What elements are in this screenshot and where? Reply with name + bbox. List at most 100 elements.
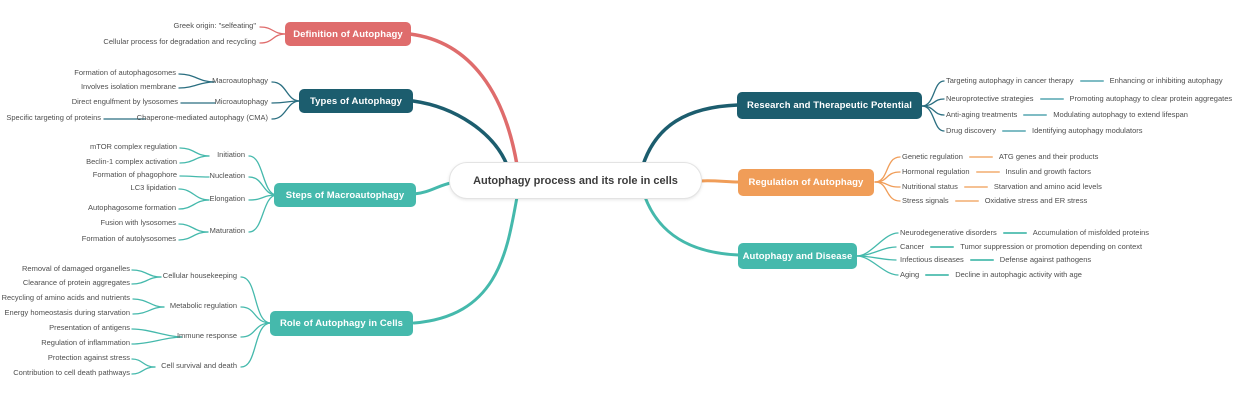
node-aging[interactable]: Aging [900,270,920,279]
node-infectious-diseases[interactable]: Infectious diseases [900,255,964,264]
leaf-cell-death-pathways[interactable]: Contribution to cell death pathways [13,368,130,377]
leaf-inflammation[interactable]: Regulation of inflammation [41,338,130,347]
main-branch-curves [408,32,741,325]
link-line [1039,98,1064,100]
node-immune-response[interactable]: Immune response [176,331,237,340]
detail-modulating-lifespan[interactable]: Modulating autophagy to extend lifespan [1053,110,1188,119]
detail-enhancing-inhibiting[interactable]: Enhancing or inhibiting autophagy [1109,76,1223,85]
link-line [1002,130,1027,132]
node-microautophagy[interactable]: Microautophagy [214,97,268,106]
link-line [975,171,1000,173]
detail-defense-pathogens[interactable]: Defense against pathogens [999,255,1092,264]
connector-types [411,99,509,167]
research-links [921,80,945,132]
connector-research [641,103,740,167]
node-hormonal-regulation[interactable]: Hormonal regulation [902,167,970,176]
connector-regulation [698,179,741,184]
topic-steps[interactable]: Steps of Macroautophagy [274,183,416,207]
detail-starvation-amino[interactable]: Starvation and amino acid levels [993,182,1102,191]
leaf-autolysosomes[interactable]: Formation of autolysosomes [81,234,176,243]
row-drug-discovery: Drug discovery Identifying autophagy mod… [946,126,1143,136]
steps-links [178,147,278,241]
link-line [1023,114,1048,116]
leaf-clearance-aggregates[interactable]: Clearance of protein aggregates [22,278,130,287]
row-anti-aging: Anti-aging treatments Modulating autopha… [946,110,1188,120]
detail-misfolded-proteins[interactable]: Accumulation of misfolded proteins [1032,228,1150,237]
leaf-energy-homeostasis[interactable]: Energy homeostasis during starvation [4,308,130,317]
topic-regulation[interactable]: Regulation of Autophagy [738,169,874,196]
detail-promoting-clear-aggregates[interactable]: Promoting autophagy to clear protein agg… [1069,94,1233,103]
node-maturation[interactable]: Maturation [209,226,245,235]
leaf-direct-engulfment[interactable]: Direct engulfment by lysosomes [71,97,178,106]
link-line [1002,232,1027,234]
regulation-links [874,156,901,202]
node-cma[interactable]: Chaperone-mediated autophagy (CMA) [136,113,268,122]
node-targeting-cancer-therapy[interactable]: Targeting autophagy in cancer therapy [946,76,1074,85]
leaf-protection-stress[interactable]: Protection against stress [47,353,130,362]
node-nucleation[interactable]: Nucleation [209,171,245,180]
link-line [969,259,994,261]
node-genetic-regulation[interactable]: Genetic regulation [902,152,963,161]
node-metabolic-regulation[interactable]: Metabolic regulation [169,301,237,310]
detail-atg-genes[interactable]: ATG genes and their products [998,152,1099,161]
connector-definition [408,32,519,167]
connector-role [412,195,519,325]
node-elongation[interactable]: Elongation [209,194,245,203]
central-topic[interactable]: Autophagy process and its role in cells [449,162,702,199]
row-infectious-diseases: Infectious diseases Defense against path… [900,255,1091,265]
leaf-specific-targeting[interactable]: Specific targeting of proteins [6,113,101,122]
node-cellular-housekeeping[interactable]: Cellular housekeeping [162,271,237,280]
topic-role[interactable]: Role of Autophagy in Cells [270,311,413,336]
node-nutritional-status[interactable]: Nutritional status [902,182,958,191]
leaf-mtor[interactable]: mTOR complex regulation [90,142,177,151]
node-stress-signals[interactable]: Stress signals [902,196,949,205]
leaf-recycling[interactable]: Recycling of amino acids and nutrients [1,293,130,302]
node-neurodegenerative[interactable]: Neurodegenerative disorders [900,228,997,237]
definition-leaf-links [259,26,287,44]
topic-types[interactable]: Types of Autophagy [299,89,413,113]
connector-steps [412,181,453,196]
detail-oxidative-er-stress[interactable]: Oxidative stress and ER stress [984,196,1088,205]
node-initiation[interactable]: Initiation [217,150,245,159]
leaf-lc3[interactable]: LC3 lipidation [130,183,176,192]
row-neurodegenerative: Neurodegenerative disorders Accumulation… [900,228,1149,238]
node-cell-survival[interactable]: Cell survival and death [161,361,237,370]
node-drug-discovery[interactable]: Drug discovery [946,126,997,135]
topic-research[interactable]: Research and Therapeutic Potential [737,92,922,119]
leaf-removal-organelles[interactable]: Removal of damaged organelles [22,264,130,273]
row-aging: Aging Decline in autophagic activity wit… [900,270,1082,280]
link-line [968,156,993,158]
link-line [930,246,955,248]
leaf-beclin[interactable]: Beclin-1 complex activation [86,157,177,166]
leaf-formation-autophagosomes[interactable]: Formation of autophagosomes [74,68,176,77]
connector-disease [643,195,741,257]
leaf-isolation-membrane[interactable]: Involves isolation membrane [80,82,176,91]
detail-insulin-growth[interactable]: Insulin and growth factors [1005,167,1092,176]
row-nutritional-status: Nutritional status Starvation and amino … [902,182,1102,192]
node-cancer[interactable]: Cancer [900,242,925,251]
detail-decline-autophagic[interactable]: Decline in autophagic activity with age [955,270,1082,279]
link-line [1079,80,1104,82]
detail-tumor-suppression[interactable]: Tumor suppression or promotion depending… [960,242,1143,251]
topic-disease[interactable]: Autophagy and Disease [738,243,857,269]
link-line [963,186,988,188]
topic-definition[interactable]: Definition of Autophagy [285,22,411,46]
role-links [131,269,272,375]
row-neuroprotective: Neuroprotective strategies Promoting aut… [946,94,1232,104]
detail-identifying-modulators[interactable]: Identifying autophagy modulators [1032,126,1143,135]
leaf-cellular-process[interactable]: Cellular process for degradation and rec… [103,37,256,46]
leaf-greek-origin[interactable]: Greek origin: "selfeating" [173,21,256,30]
node-anti-aging[interactable]: Anti-aging treatments [946,110,1018,119]
leaf-antigens[interactable]: Presentation of antigens [49,323,130,332]
row-cancer: Cancer Tumor suppression or promotion de… [900,242,1142,252]
leaf-phagophore[interactable]: Formation of phagophore [92,170,177,179]
types-links [103,73,301,120]
leaf-fusion-lysosomes[interactable]: Fusion with lysosomes [100,218,176,227]
node-neuroprotective[interactable]: Neuroprotective strategies [946,94,1034,103]
node-macroautophagy[interactable]: Macroautophagy [212,76,268,85]
row-stress-signals: Stress signals Oxidative stress and ER s… [902,196,1087,206]
link-line [954,200,979,202]
leaf-autophagosome-formation[interactable]: Autophagosome formation [88,203,176,212]
